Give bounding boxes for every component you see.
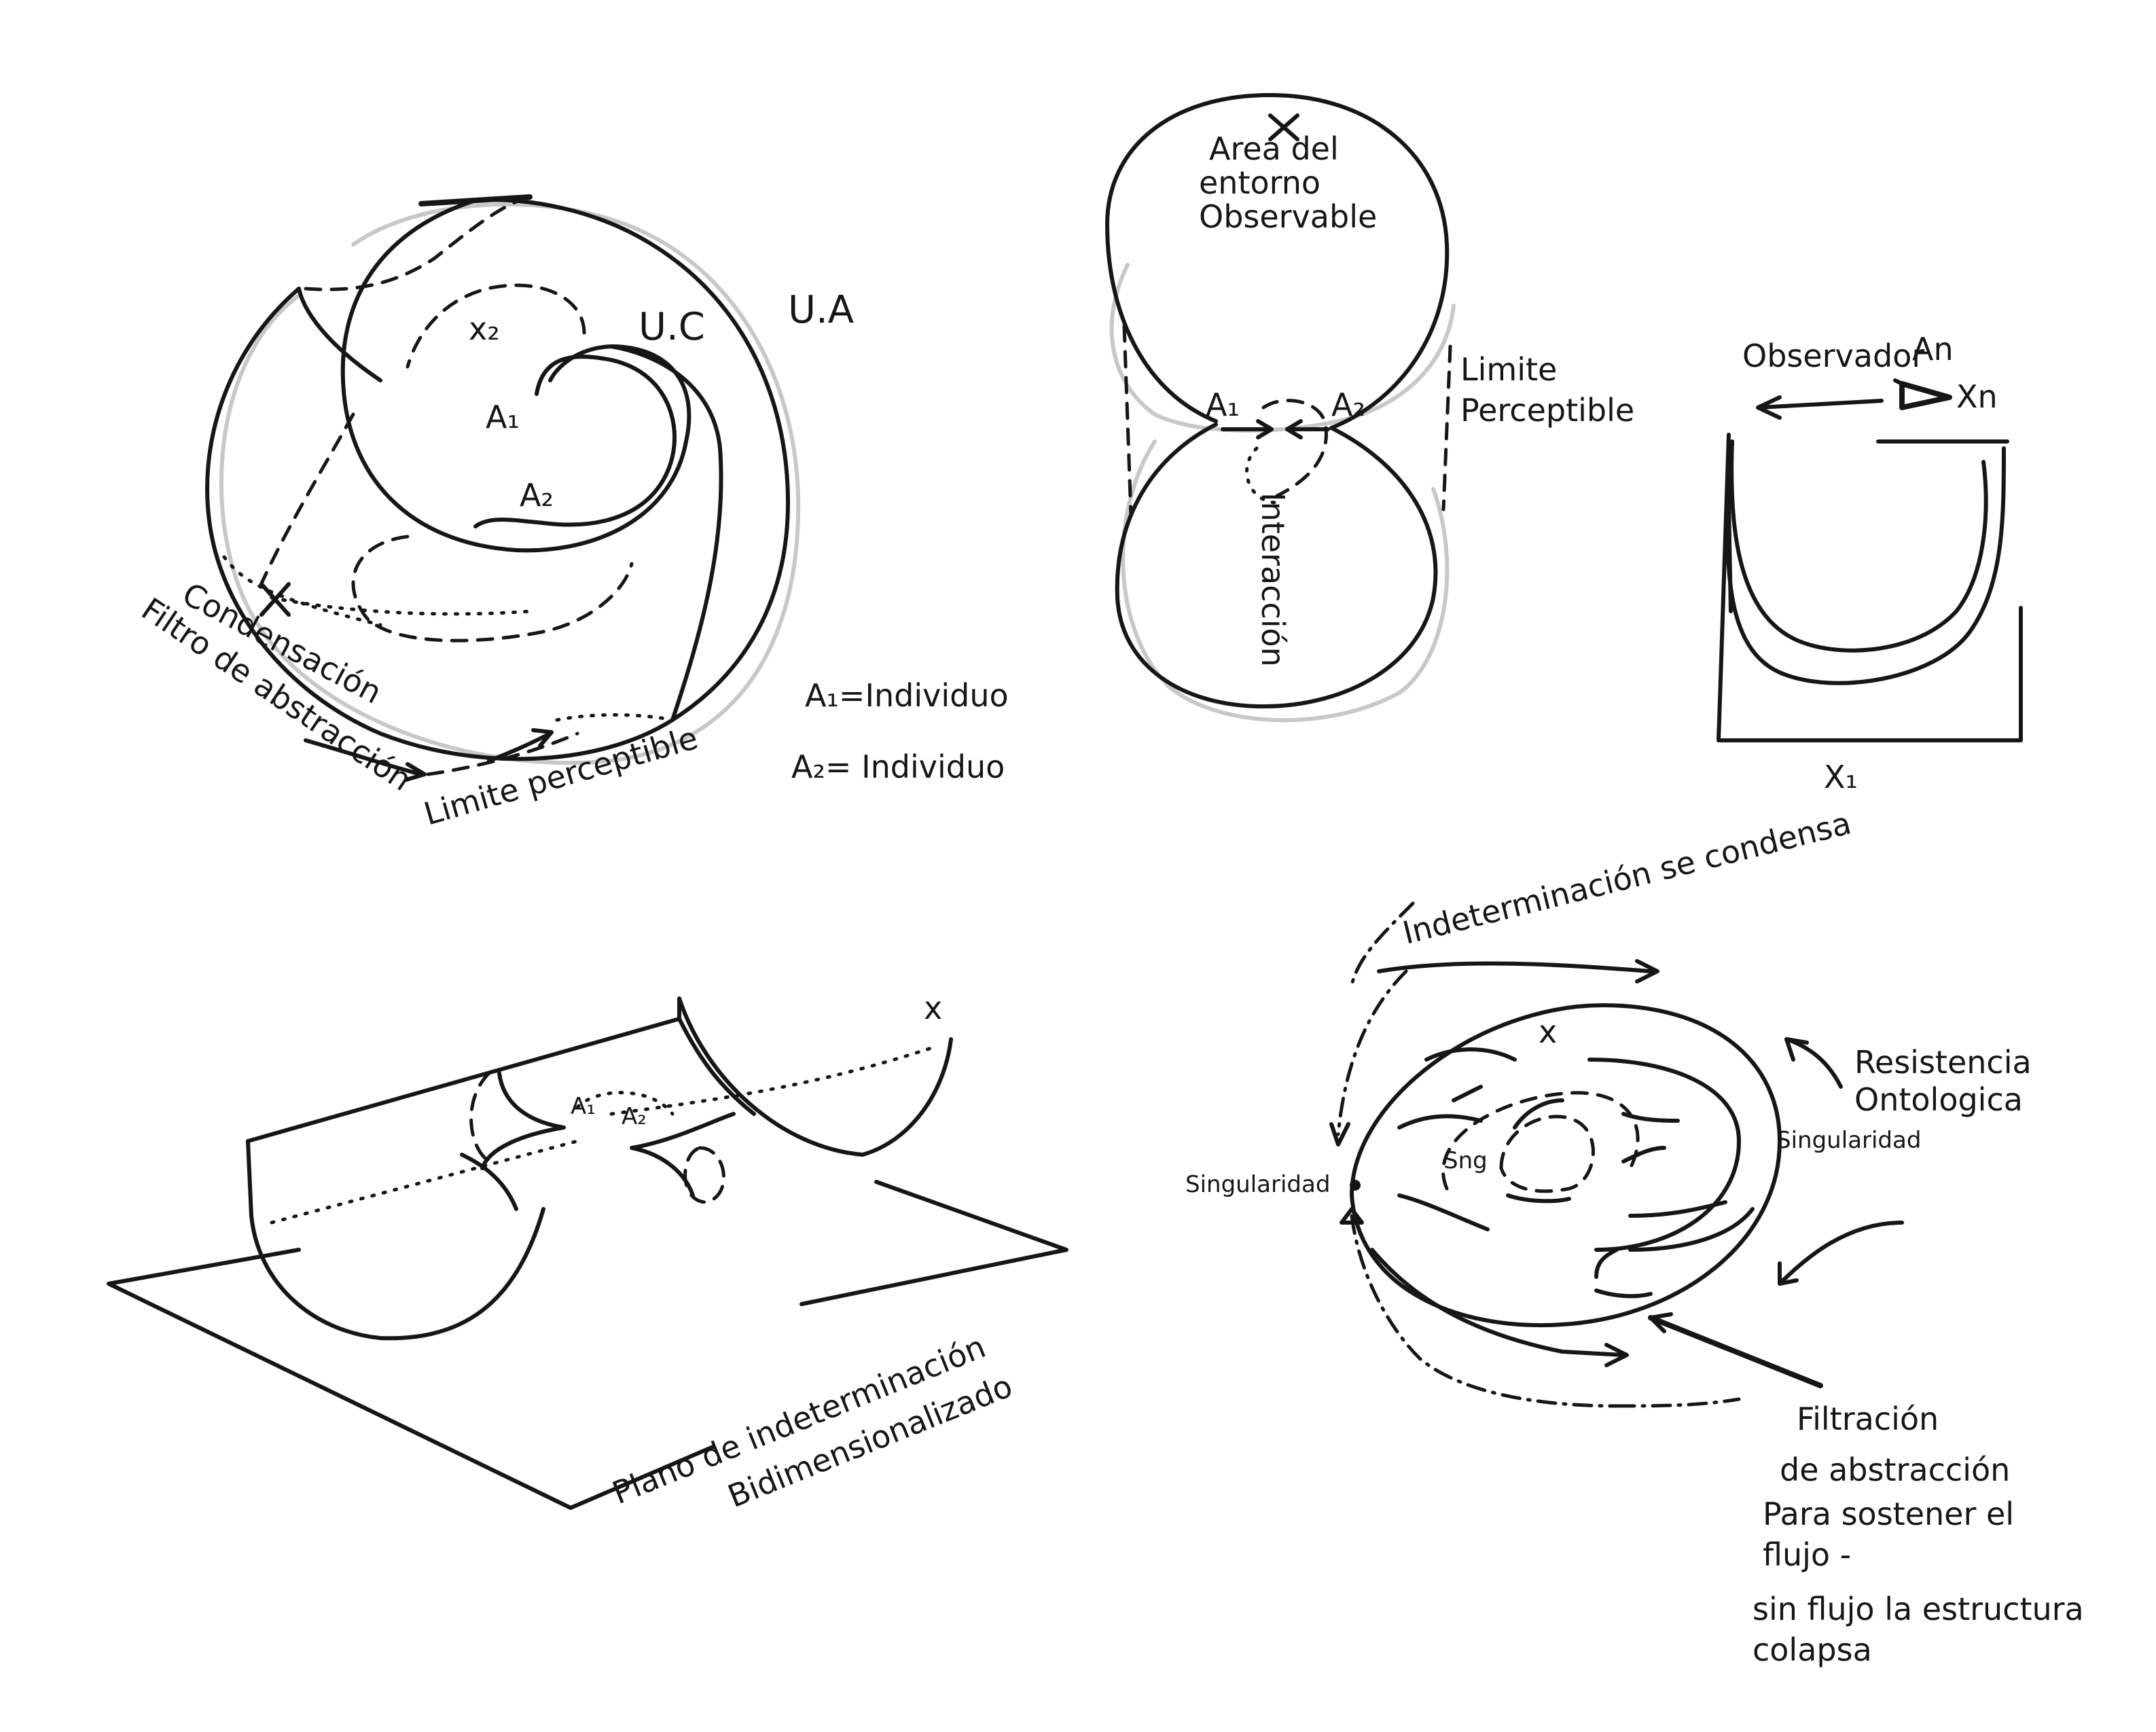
label-torus-x: x (1539, 1013, 1557, 1050)
label-plane-a2: A₂ (622, 1103, 647, 1130)
label-limite-2: Perceptible (1460, 392, 1634, 429)
label-area-2: entorno (1199, 164, 1320, 201)
spiral-middle-coil (340, 198, 691, 553)
label-limite-perceptible: Limite perceptible (420, 719, 702, 833)
label-a1: A₁ (486, 399, 520, 435)
label-indeterminacion: Indeterminación se condensa (1399, 804, 1855, 951)
label-area-3: Observable (1199, 198, 1377, 235)
label-ua: U.A (788, 288, 854, 332)
label-area-1: Area del (1209, 130, 1339, 167)
label-x2: x₂ (469, 310, 500, 347)
label-hourglass-a1: A₁ (1206, 386, 1240, 423)
label-uc: U.C (639, 305, 705, 349)
label-filtracion-1: Filtración (1797, 1401, 1939, 1437)
torus-diagram: Indeterminación se condensa (1185, 804, 2084, 1668)
observer-diagram: Observador An Xn X₁ (1717, 331, 2023, 795)
hourglass-diagram: x Area del entorno Observable A₁ A₂ Limi… (1105, 93, 1634, 723)
label-filtracion-4: flujo - (1763, 1536, 1851, 1573)
label-singularidad-right: Singularidad (1776, 1127, 1921, 1154)
label-x1: X₁ (1824, 759, 1858, 795)
label-filtracion-6: colapsa (1753, 1631, 1872, 1668)
eye-icon (1899, 381, 1952, 410)
label-resistencia-2: Ontologica (1854, 1081, 2023, 1118)
ground-plane (107, 1180, 1068, 1510)
label-sng: Sng (1443, 1147, 1488, 1174)
label-filtracion-5: sin flujo la estructura (1753, 1591, 2084, 1627)
label-limite-1: Limite (1460, 351, 1557, 388)
label-a2: A₂ (520, 477, 554, 513)
singularity-dot (1350, 1180, 1361, 1191)
legend-a1: A₁=Individuo (805, 677, 1009, 714)
label-interaccion: Interacción (1255, 492, 1291, 667)
label-xn: Xn (1956, 378, 1998, 415)
half-cylinder (246, 1139, 545, 1341)
spiral-inner-coil (473, 355, 677, 528)
label-plane-a1: A₁ (571, 1093, 596, 1120)
observer-arrow (1757, 399, 1884, 410)
label-resistencia-1: Resistencia (1854, 1044, 2032, 1081)
u-shape (1725, 439, 2006, 685)
label-singularidad-left: Singularidad (1185, 1171, 1330, 1198)
label-plane-x: x (924, 990, 942, 1026)
label-filtracion-3: Para sostener el (1763, 1496, 2014, 1532)
label-an: An (1912, 331, 1954, 367)
torus-outer (1350, 1003, 1782, 1327)
individual-legend: A₁=Individuo A₂= Individuo (791, 677, 1009, 785)
plane-diagram: x A₁ A₂ Plano de indeterminación Bidimen… (107, 990, 1068, 1515)
label-hourglass-a2: A₂ (1331, 386, 1365, 423)
label-observador: Observador (1742, 338, 1924, 374)
lower-lobe (1115, 422, 1438, 708)
upper-lobe (1105, 93, 1450, 430)
spiral-outer-shell (205, 198, 790, 761)
legend-a2: A₂= Individuo (791, 748, 1005, 785)
spiral-diagram: U.C U.A x₂ A₁ A₂ Condensación Filtro de … (135, 194, 854, 833)
label-filtracion-2: de abstracción (1780, 1451, 2010, 1488)
